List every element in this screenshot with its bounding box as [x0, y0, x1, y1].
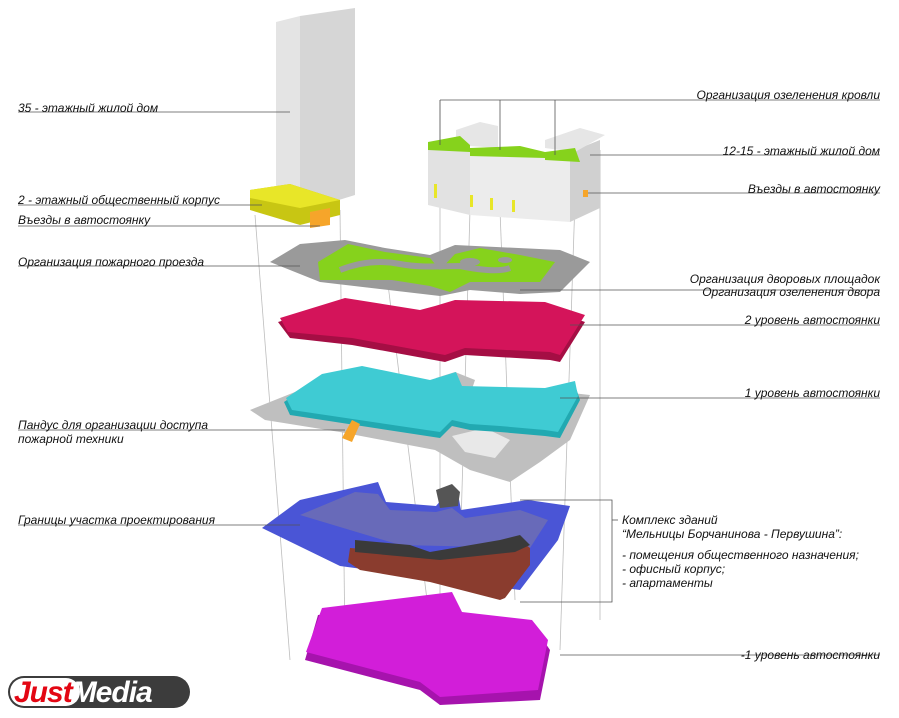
label-site-bounds: Границы участка проектирования [18, 513, 216, 527]
label-roof-green: Организация озеленения кровли [696, 88, 880, 102]
label-tower: 35 - этажный жилой дом [18, 101, 159, 115]
label-midrise: 12-15 - этажный жилой дом [722, 144, 880, 158]
parking-level-2 [278, 298, 585, 362]
label-entrances-left: Въезды в автостоянку [18, 213, 151, 227]
label-parking-2: 2 уровень автостоянки [744, 313, 880, 327]
parking-level-1 [250, 366, 590, 482]
label-yards-line1: Организация дворовых площадок [689, 272, 880, 286]
label-complex-item1: - помещения общественного назначения; [622, 548, 859, 562]
label-complex-item3: - апартаменты [622, 576, 713, 590]
parking-level-minus1 [305, 592, 550, 705]
label-complex-line1: Комплекс зданий [622, 513, 718, 527]
label-complex-line2: “Мельницы Борчанинова - Первушина”: [622, 527, 843, 541]
midrise-building [428, 122, 605, 222]
logo-text: JustMedia [14, 676, 153, 710]
fire-ramp [342, 420, 360, 442]
logo-media: Media [71, 676, 153, 709]
site-boundary-level [262, 482, 570, 600]
label-parking-minus1: -1 уровень автостоянки [740, 648, 880, 662]
ground-level [270, 240, 590, 296]
justmedia-logo [8, 676, 190, 708]
label-parking-1: 1 уровень автостоянки [744, 386, 880, 400]
label-entrances-right: Въезды в автостоянку [747, 182, 880, 196]
label-ramp-line2: пожарной техники [18, 432, 124, 446]
label-ramp-line1: Пандус для организации доступа [18, 418, 209, 432]
label-yards-line2: Организация озеленения двора [702, 285, 880, 299]
logo-just: Just [14, 676, 73, 709]
label-complex-item2: - офисный корпус; [622, 562, 726, 576]
callout-lines [18, 99, 880, 656]
tower-building [250, 8, 355, 228]
label-fire-lane: Организация пожарного проезда [18, 255, 205, 269]
label-public-block: 2 - этажный общественный корпус [18, 193, 220, 207]
